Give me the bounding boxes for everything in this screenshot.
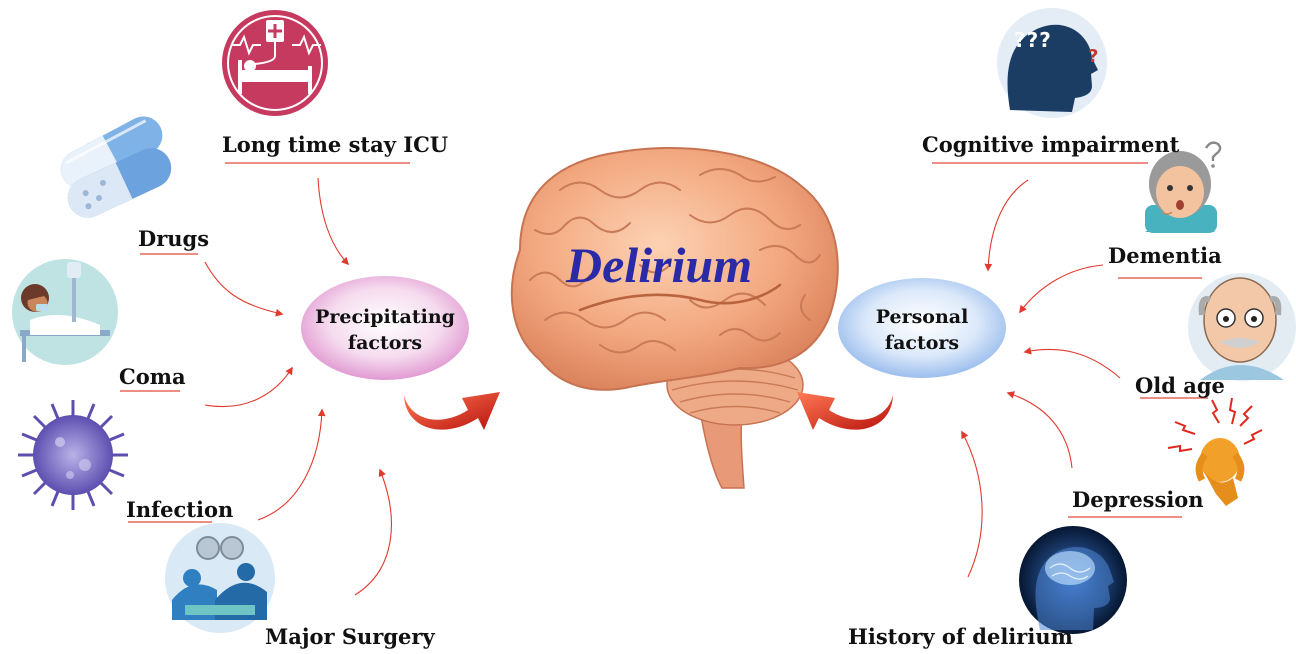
label-depression: Depression [1072, 489, 1204, 510]
label-history-of-delirium: History of delirium [848, 626, 1073, 647]
head-question-marks-icon: ? [997, 8, 1107, 118]
precipitating-line2: factors [301, 331, 469, 357]
label-dementia: Dementia [1108, 245, 1222, 266]
left-curved-arrow [404, 392, 500, 430]
icu-bed-icon [222, 10, 328, 116]
svg-text:?: ? [1088, 46, 1098, 67]
personal-line1: Personal [838, 305, 1006, 331]
label-coma: Coma [119, 366, 186, 387]
elderly-man-icon [1188, 273, 1296, 381]
head-question-marks-text: ??? [1014, 28, 1052, 52]
label-drugs: Drugs [138, 228, 209, 249]
label-cognitive-impairment: Cognitive impairment [922, 134, 1179, 155]
virus-icon [18, 400, 128, 510]
personal-line2: factors [838, 331, 1006, 357]
surgery-icon [165, 523, 275, 633]
label-major-surgery: Major Surgery [265, 626, 435, 647]
personal-factors-label: Personal factors [838, 305, 1006, 356]
diagram-title: Delirium [566, 240, 752, 290]
capsule-pills-icon [54, 110, 178, 224]
glowing-brain-head-icon [1019, 526, 1127, 634]
right-curved-arrow [797, 392, 893, 430]
brain-illustration [512, 148, 838, 488]
hospital-patient-icon [12, 259, 118, 365]
label-infection: Infection [126, 499, 233, 520]
label-old-age: Old age [1135, 375, 1225, 396]
label-long-time-stay-icu: Long time stay ICU [222, 134, 448, 155]
precipitating-line1: Precipitating [301, 305, 469, 331]
precipitating-factors-label: Precipitating factors [301, 305, 469, 356]
